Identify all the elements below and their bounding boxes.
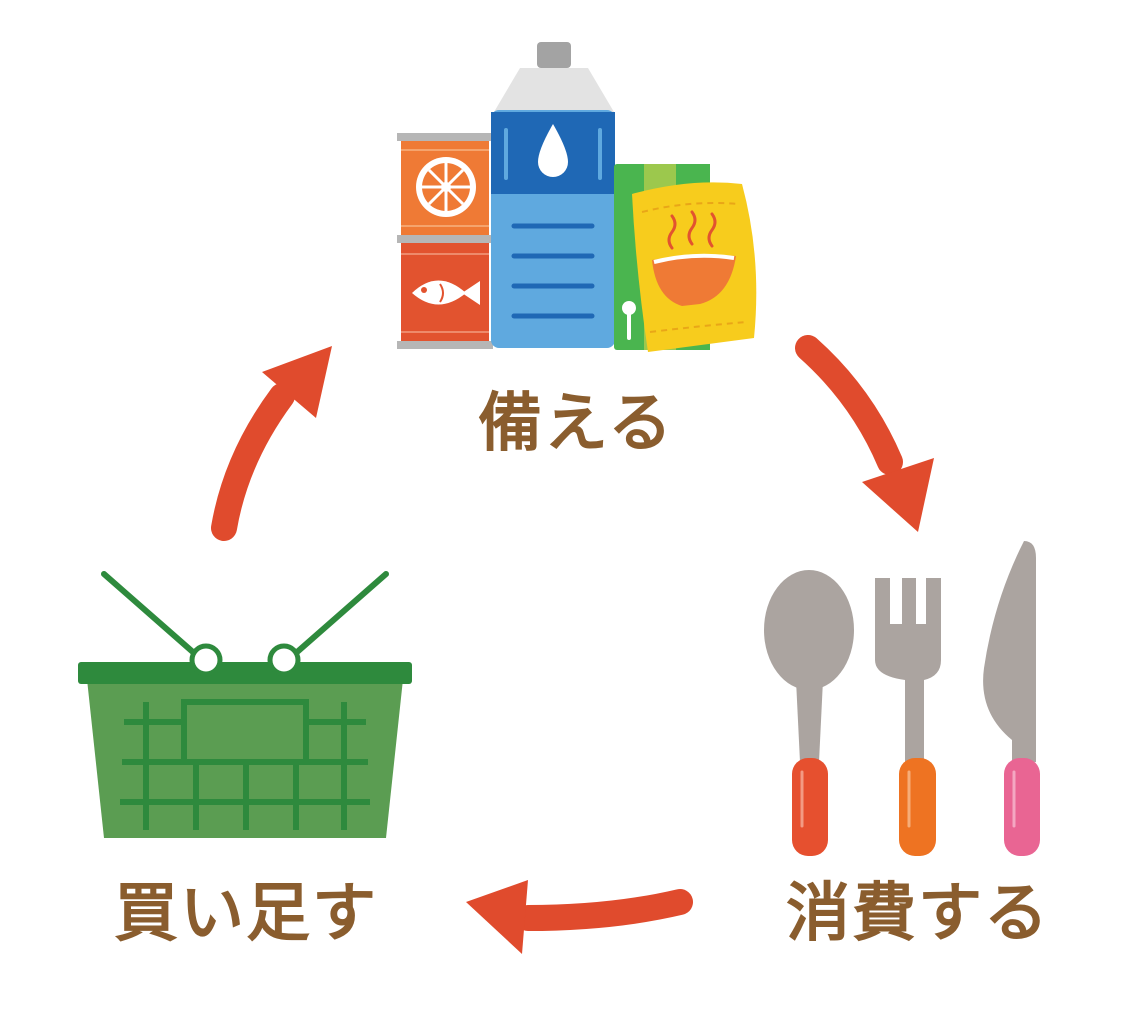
arrow-to-stock xyxy=(211,346,332,541)
orange-can-icon xyxy=(397,133,493,243)
step-label-buy: 買い足す xyxy=(114,877,378,951)
emergency-food-stock-icon xyxy=(397,42,757,352)
step-label-stock: 備える xyxy=(478,387,675,461)
knife-icon xyxy=(983,541,1040,856)
fork-icon xyxy=(875,578,941,856)
arrow-to-buy xyxy=(466,880,693,954)
instant-food-pouch-icon xyxy=(632,182,757,352)
arrow-to-consume xyxy=(795,335,934,532)
cutlery-icon xyxy=(764,541,1040,856)
spoon-icon xyxy=(764,570,854,856)
shopping-basket-icon xyxy=(78,571,412,838)
step-label-consume: 消費する xyxy=(786,877,1050,951)
fish-can-icon xyxy=(397,243,493,349)
water-bottle-icon xyxy=(491,42,615,348)
